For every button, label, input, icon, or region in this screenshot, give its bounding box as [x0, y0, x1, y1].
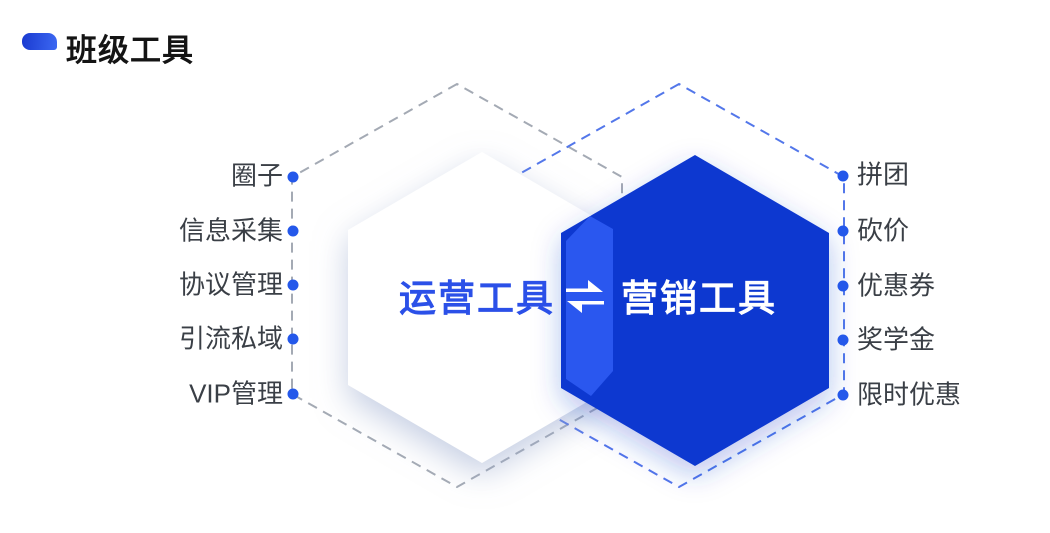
connector-dot: [287, 279, 299, 291]
marketing-hexagon-label: 营销工具: [621, 278, 777, 319]
connector-dot: [287, 388, 299, 400]
title-bullet-icon: [22, 33, 57, 50]
marketing-item-bargain: 砍价: [857, 215, 910, 246]
left-connector-dots: [287, 171, 299, 400]
connector-dot: [837, 225, 849, 237]
marketing-item-group-buy: 拼团: [857, 159, 910, 190]
marketing-item-limited-time-offer: 限时优惠: [857, 379, 962, 410]
connector-dot: [287, 171, 299, 183]
connector-dot: [837, 170, 849, 182]
operation-hexagon-label: 运营工具: [399, 278, 555, 319]
exchange-arrows-icon: [566, 280, 604, 313]
operation-item-private-traffic: 引流私域: [178, 323, 283, 354]
hexagon-overlap-strip: [566, 216, 613, 396]
marketing-item-coupon: 优惠券: [857, 270, 936, 301]
marketing-hexagon: [561, 155, 829, 466]
connector-dot: [837, 334, 849, 346]
connector-dot: [837, 389, 849, 401]
connector-dot: [287, 333, 299, 345]
operation-hexagon: [348, 152, 616, 463]
connector-dot: [837, 280, 849, 292]
page-title: 班级工具: [66, 33, 194, 68]
marketing-item-scholarship: 奖学金: [857, 324, 936, 355]
right-connector-dots: [837, 170, 849, 401]
connector-dot: [287, 225, 299, 237]
operation-item-circle: 圈子: [230, 160, 283, 191]
operation-item-vip-management: VIP管理: [189, 378, 283, 409]
operation-item-info-collection: 信息采集: [178, 215, 283, 246]
operation-item-agreement-management: 协议管理: [178, 269, 283, 300]
